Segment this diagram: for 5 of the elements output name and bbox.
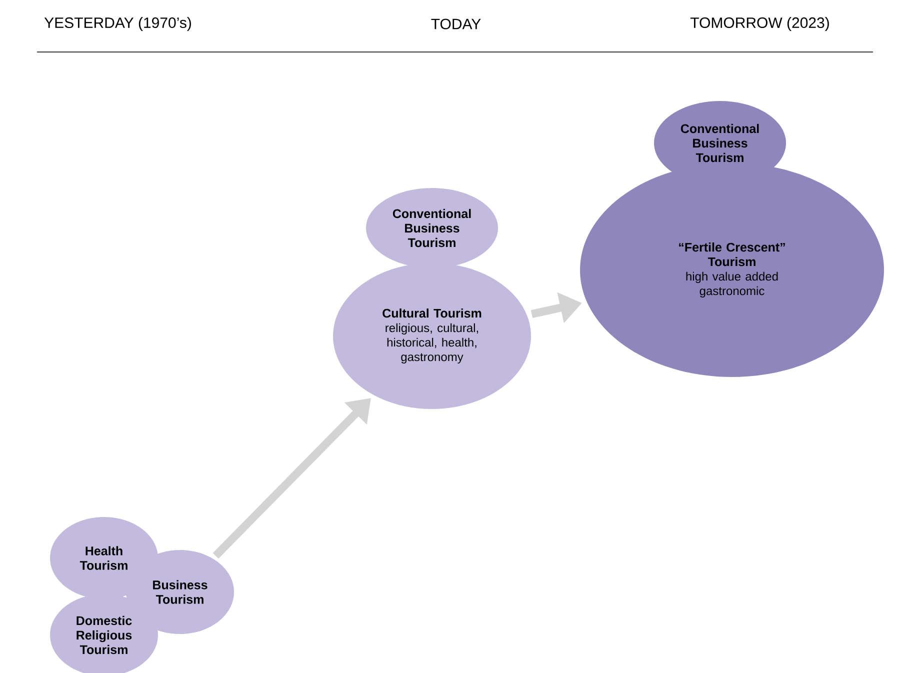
column-heading: TOMORROW (2023) [690,17,829,31]
node-label: Conventional Business Tourism [680,124,759,162]
column-heading: YESTERDAY (1970’s) [44,17,191,31]
node-label: Health Tourism [80,546,128,570]
column-heading: TODAY [431,18,481,30]
